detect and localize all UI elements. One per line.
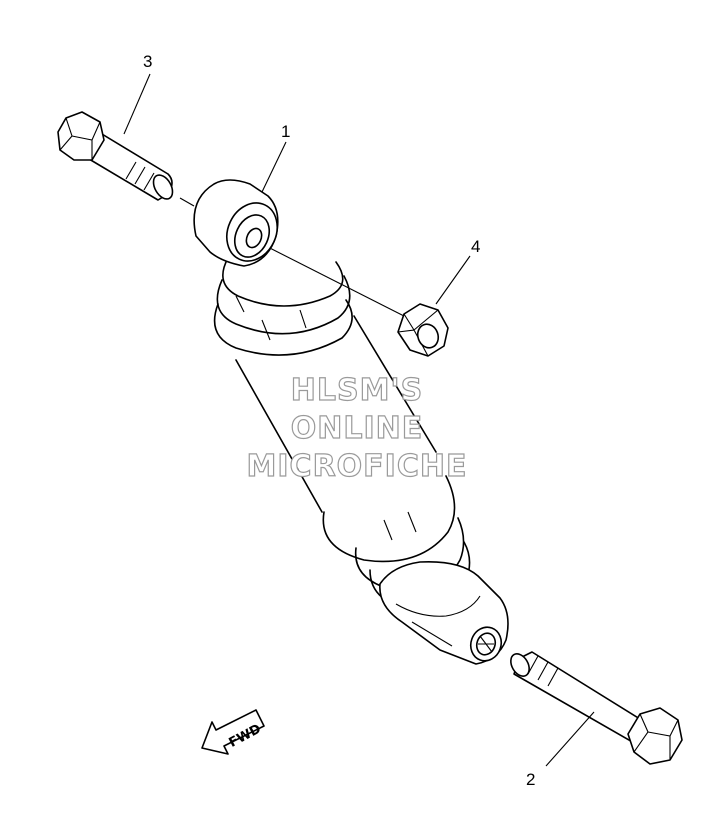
callout-number-1: 1 [281, 122, 290, 141]
arrow-left-down-icon [201, 709, 265, 755]
watermark: HLSM'S ONLINE MICROFICHE [246, 372, 468, 484]
alignment-line [253, 239, 405, 317]
watermark-line-1: HLSM'S [291, 373, 423, 408]
fwd-direction-indicator: FWD [201, 709, 265, 755]
leader-line-3 [123, 73, 151, 135]
upper-bolt [57, 111, 195, 207]
watermark-line-3: MICROFICHE [247, 449, 468, 484]
leader-line-1 [261, 141, 287, 193]
leader-line-4 [435, 255, 471, 305]
leader-line-2 [545, 711, 595, 767]
shock-absorber [193, 179, 509, 665]
nut [397, 303, 449, 357]
callout-number-3: 3 [143, 52, 152, 71]
callout-number-4: 4 [471, 237, 480, 256]
lower-bolt [510, 651, 683, 765]
watermark-line-2: ONLINE [291, 411, 424, 446]
callout-number-2: 2 [526, 770, 535, 789]
